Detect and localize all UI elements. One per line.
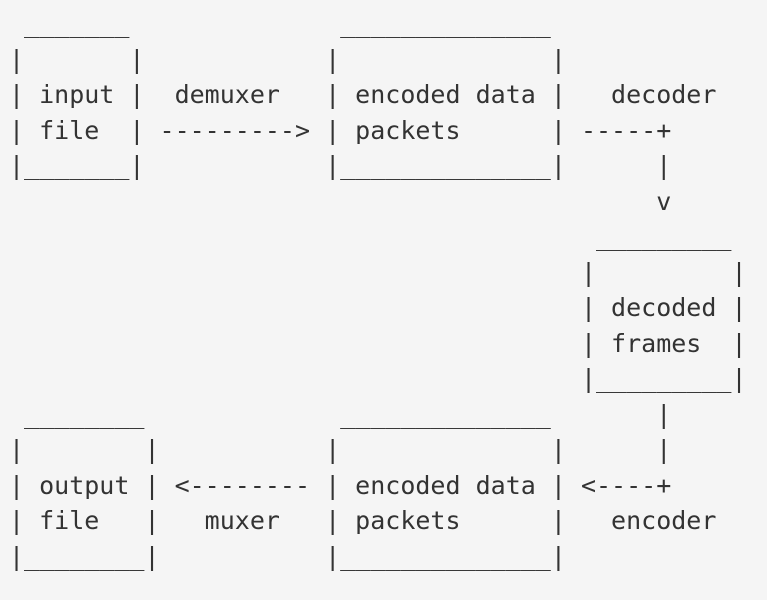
ascii-line: _________ [9,222,732,251]
ascii-line: | | [9,257,747,287]
ascii-line: | | | | | [9,435,672,464]
ascii-line: | file | muxer | packets | encoder [9,506,717,535]
ascii-line: | frames | [9,328,747,358]
ascii-line: | input | demuxer | encoded data | decod… [9,80,717,109]
ascii-line: ________ ______________ | [9,399,672,429]
ascii-line: | output | <-------- | encoded data | <-… [9,470,672,500]
ascii-line: |_________| [9,364,747,393]
ascii-line: | decoded | [9,293,747,322]
ascii-line: _______ ______________ [9,9,551,38]
ascii-line: | | | | [9,44,566,74]
ascii-line: | file | ---------> | packets | -----+ [9,115,672,145]
ascii-line: |________| |______________| [9,541,566,571]
ascii-line: |_______| |______________| | [9,151,672,180]
ascii-line: v [9,186,672,216]
